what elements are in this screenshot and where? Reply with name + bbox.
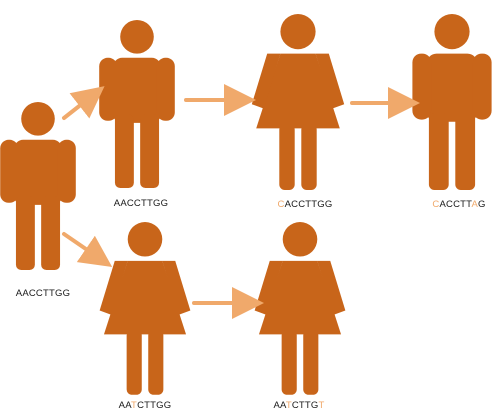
person-top-1-male [99,20,175,188]
arrow-root-to-bottom-1 [62,232,113,268]
sequence-label-bottom-2: AATCTTGT [259,400,339,411]
sequence-segment: AA [118,400,132,411]
person-root-male [0,102,76,270]
mutated-base: T [318,400,325,411]
sequence-segment: ACCTT [439,199,472,210]
mutated-base: C [432,199,440,210]
mutated-base: T [285,400,292,411]
sequence-segment: AACCTTGG [15,288,71,299]
sequence-segment: AA [273,400,286,411]
person-bottom-2-female [254,222,346,395]
sequence-label-bottom-1: AATCTTGG [105,400,185,411]
sequence-segment: G [477,199,486,210]
sequence-label-top-2: CACCTTGG [265,199,345,210]
mutated-base: A [471,199,478,210]
sequence-segment: AACCTTGG [113,198,169,209]
sequence-label-root: AACCTTGG [4,288,82,299]
sequence-label-top-1: AACCTTGG [101,198,181,209]
arrow-root-to-top-1 [62,86,105,120]
mutated-base: T [131,400,138,411]
mutated-base: C [277,199,285,210]
person-top-2-female [251,14,345,190]
sequence-segment: CTTGG [137,400,172,411]
sequence-segment: CTTG [291,400,319,411]
person-top-3-male [412,14,492,190]
sequence-label-top-3: CACCTTAG [420,199,498,210]
person-bottom-1-female [99,222,191,395]
sequence-segment: ACCTTGG [284,199,333,210]
